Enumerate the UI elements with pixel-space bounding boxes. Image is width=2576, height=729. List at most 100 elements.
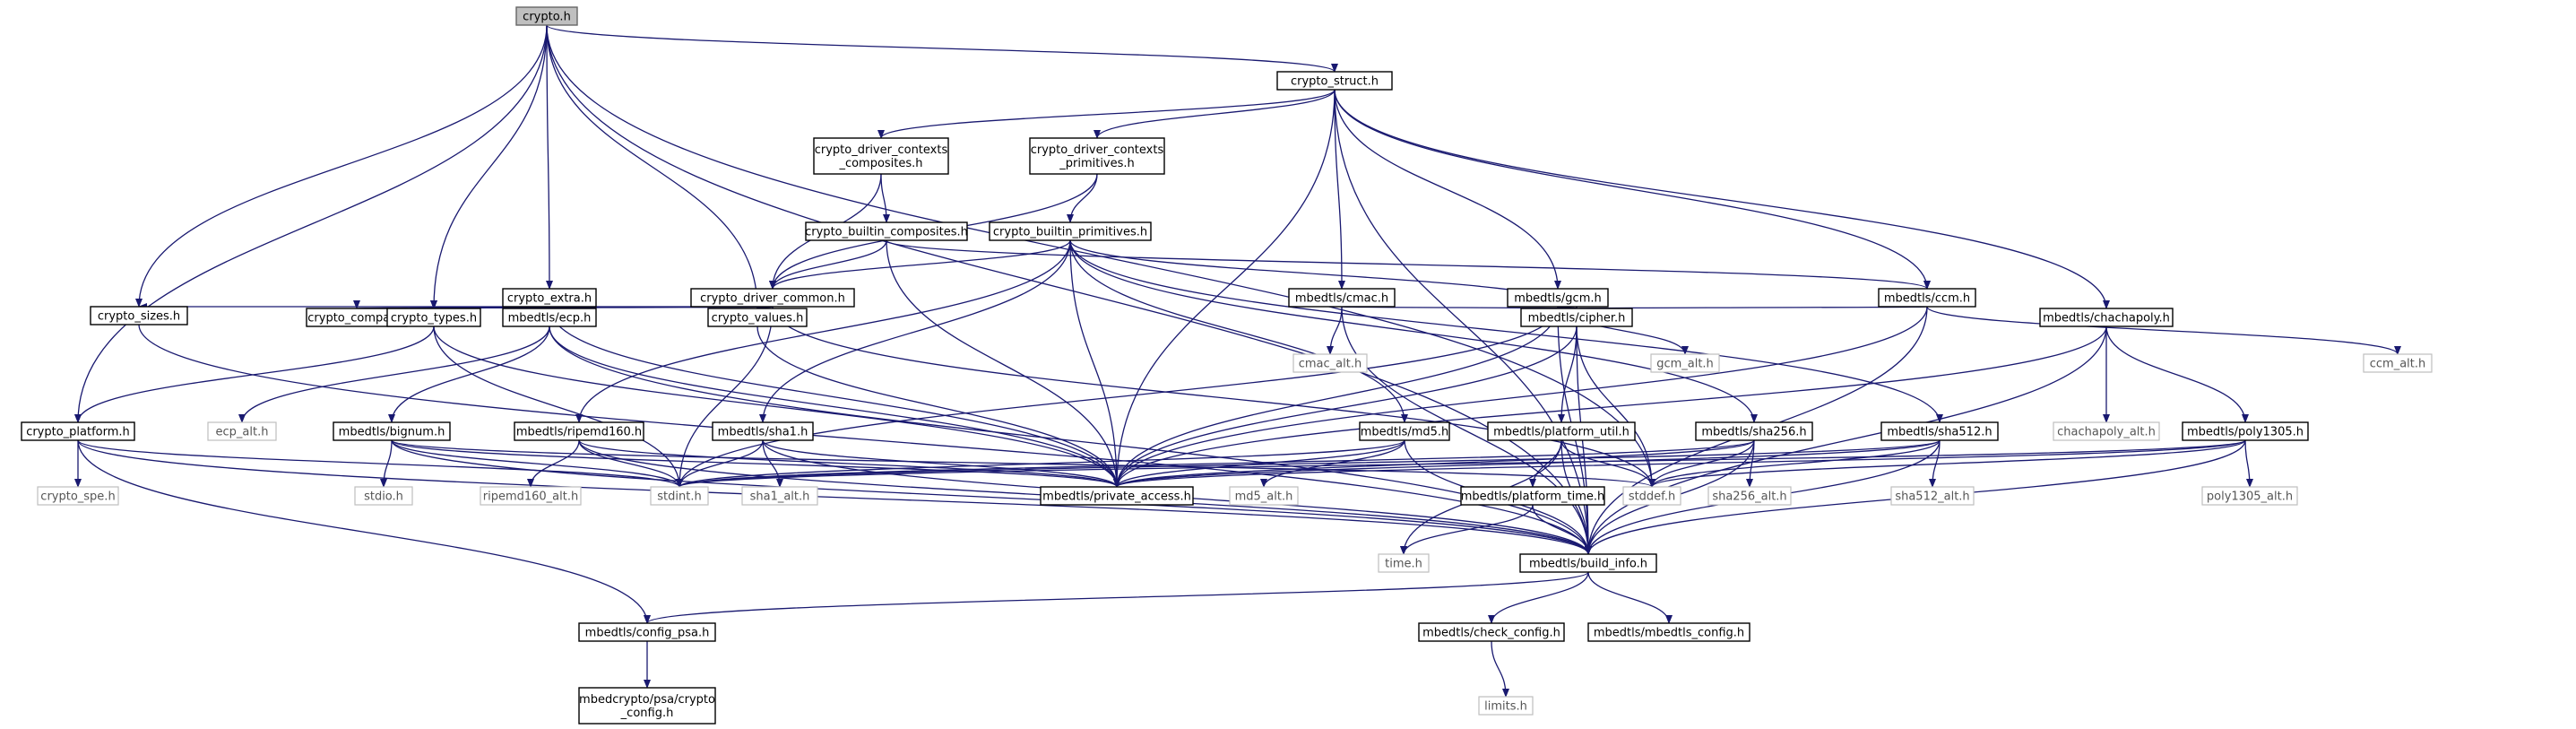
edge-mbedtls_sha512_h-to-stdint_h	[676, 439, 1941, 488]
edge-mbedtls_chachapoly_h-to-mbedtls_private_access_h	[1113, 325, 2107, 488]
node-mbedtls-cipher-h[interactable]: mbedtls/cipher.h	[1520, 308, 1633, 327]
node-label: crypto_driver_contexts	[815, 143, 948, 157]
node-mbedtls-sha256-h[interactable]: mbedtls/sha256.h	[1695, 421, 1813, 441]
node-label: mbedtls/private_access.h	[1042, 490, 1191, 504]
node-label: ccm_alt.h	[2370, 358, 2426, 371]
node-mbedtls-check-config-h[interactable]: mbedtls/check_config.h	[1418, 622, 1565, 642]
node-ccm-alt-h: ccm_alt.h	[2363, 353, 2433, 373]
node-box	[707, 308, 808, 327]
node-crypto-values-h[interactable]: crypto_values.h	[707, 308, 808, 327]
node-mbedcrypto-psa-crypto-config-h[interactable]: mbedcrypto/psa/crypto_config.h	[578, 687, 716, 725]
node-crypto-driver-contexts-composites-h[interactable]: crypto_driver_contexts_composites.h	[813, 137, 949, 175]
node-stdint-h: stdint.h	[650, 486, 709, 506]
edge-crypto_struct_h-to-crypto_driver_contexts_primitives_h	[1094, 89, 1336, 139]
edge-mbedtls_build_info_h-to-mbedtls_check_config_h	[1488, 571, 1589, 624]
edge-mbedtls_chachapoly_h-to-mbedtls_build_info_h	[1585, 325, 2107, 555]
node-sha512-alt-h: sha512_alt.h	[1890, 486, 1975, 506]
edge-mbedtls_platform_time_h-to-mbedtls_build_info_h	[1532, 504, 1592, 555]
node-mbedtls-sha512-h[interactable]: mbedtls/sha512.h	[1880, 421, 1999, 441]
edge-crypto_driver_contexts_primitives_h-to-crypto_builtin_primitives_h	[1067, 173, 1098, 223]
node-label: mbedtls/check_config.h	[1422, 627, 1560, 640]
node-crypto-extra-h[interactable]: crypto_extra.h	[502, 288, 597, 308]
node-time-h: time.h	[1378, 553, 1430, 573]
edge-mbedtls_gcm_h-to-stdint_h	[676, 306, 1559, 488]
node-box	[1878, 288, 1976, 308]
node-label: crypto_struct.h	[1291, 75, 1379, 89]
node-mbedtls-build-info-h[interactable]: mbedtls/build_info.h	[1519, 553, 1657, 573]
node-mbedtls-cmac-h[interactable]: mbedtls/cmac.h	[1288, 288, 1396, 308]
edge-mbedtls_poly1305_h-to-stdint_h	[676, 439, 2246, 488]
edge-mbedtls_ecp_h-to-mbedtls_bignum_h	[388, 325, 550, 423]
node-crypto-builtin-primitives-h[interactable]: crypto_builtin_primitives.h	[989, 221, 1152, 241]
node-crypto-compat-h[interactable]: crypto_compat.h	[306, 308, 408, 327]
node-mbedtls-sha1-h[interactable]: mbedtls/sha1.h	[712, 421, 814, 441]
node-box	[650, 486, 709, 506]
node-mbedtls-config-psa-h[interactable]: mbedtls/config_psa.h	[578, 622, 716, 642]
node-box	[1229, 486, 1299, 506]
node-label: crypto_driver_common.h	[700, 292, 845, 306]
node-box	[578, 687, 716, 725]
node-mbedtls-ecp-h[interactable]: mbedtls/ecp.h	[502, 308, 597, 327]
edge-crypto_builtin_primitives_h-to-mbedtls_md5_h	[1069, 239, 1408, 423]
edge-crypto_builtin_composites_h-to-mbedtls_private_access_h	[886, 239, 1120, 488]
node-crypto-driver-contexts-primitives-h[interactable]: crypto_driver_contexts_primitives.h	[1029, 137, 1165, 175]
node-limits-h: limits.h	[1478, 696, 1534, 716]
edge-mbedtls_platform_util_h-to-stddef_h	[1560, 439, 1655, 488]
node-label: sha512_alt.h	[1895, 490, 1969, 504]
node-box	[2039, 308, 2174, 327]
node-label: ecp_alt.h	[216, 426, 269, 439]
node-ripemd160-alt-h: ripemd160_alt.h	[480, 486, 582, 506]
node-crypto-types-h[interactable]: crypto_types.h	[386, 308, 481, 327]
node-box	[1378, 553, 1430, 573]
node-label: mbedtls/gcm.h	[1514, 292, 1601, 306]
edge-mbedtls_sha1_h-to-mbedtls_private_access_h	[762, 439, 1120, 488]
node-stdio-h: stdio.h	[354, 486, 413, 506]
node-label: crypto_driver_contexts	[1031, 143, 1164, 157]
node-label: crypto_builtin_primitives.h	[993, 226, 1147, 239]
edge-crypto_builtin_primitives_h-to-mbedtls_sha256_h	[1069, 239, 1758, 423]
node-crypto-struct-h[interactable]: crypto_struct.h	[1276, 71, 1393, 91]
edge-mbedtls_cipher_h-to-mbedtls_platform_util_h	[1558, 325, 1578, 423]
node-crypto-sizes-h[interactable]: crypto_sizes.h	[90, 306, 188, 325]
node-label: gcm_alt.h	[1656, 358, 1714, 371]
edge-mbedtls_ecp_h-to-ecp_alt_h	[238, 325, 550, 423]
node-label: mbedtls/ccm.h	[1884, 292, 1970, 306]
node-box	[1890, 486, 1975, 506]
node-label: cmac_alt.h	[1299, 358, 1361, 371]
edge-crypto_h-to-crypto_platform_h	[74, 24, 548, 423]
node-crypto-builtin-composites-h[interactable]: crypto_builtin_composites.h	[805, 221, 968, 241]
node-mbedtls-chachapoly-h[interactable]: mbedtls/chachapoly.h	[2039, 308, 2174, 327]
node-crypto-driver-common-h[interactable]: crypto_driver_common.h	[690, 288, 855, 308]
node-mbedtls-poly1305-h[interactable]: mbedtls/poly1305.h	[2182, 421, 2309, 441]
node-label: sha1_alt.h	[750, 490, 810, 504]
node-box	[1650, 353, 1720, 373]
node-mbedtls-private-access-h[interactable]: mbedtls/private_access.h	[1040, 486, 1194, 506]
node-box	[37, 486, 119, 506]
node-label: mbedtls/config_psa.h	[585, 627, 710, 640]
node-sha256-alt-h: sha256_alt.h	[1707, 486, 1792, 506]
node-label: md5_alt.h	[1235, 490, 1293, 504]
node-box	[1695, 421, 1813, 441]
node-box	[1507, 288, 1609, 308]
node-box	[2363, 353, 2433, 373]
node-crypto-platform-h[interactable]: crypto_platform.h	[21, 421, 135, 441]
node-mbedtls-platform-time-h[interactable]: mbedtls/platform_time.h	[1460, 486, 1605, 506]
node-mbedtls-ccm-h[interactable]: mbedtls/ccm.h	[1878, 288, 1976, 308]
node-label: stdio.h	[364, 490, 403, 504]
edge-mbedtls_ccm_h-to-ccm_alt_h	[1926, 306, 2401, 355]
edge-crypto_builtin_composites_h-to-crypto_driver_common_h	[769, 239, 887, 290]
node-mbedtls-ripemd160-h[interactable]: mbedtls/ripemd160.h	[514, 421, 644, 441]
edge-crypto_platform_h-to-mbedtls_config_psa_h	[77, 439, 651, 624]
edge-mbedtls_poly1305_h-to-poly1305_alt_h	[2244, 439, 2253, 488]
node-mbedtls-md5-h[interactable]: mbedtls/md5.h	[1359, 421, 1450, 441]
node-mbedtls-bignum-h[interactable]: mbedtls/bignum.h	[333, 421, 451, 441]
node-mbedtls-mbedtls-config-h[interactable]: mbedtls/mbedtls_config.h	[1587, 622, 1750, 642]
edge-mbedtls_check_config_h-to-limits_h	[1491, 640, 1509, 698]
node-mbedtls-platform-util-h[interactable]: mbedtls/platform_util.h	[1487, 421, 1636, 441]
node-box	[813, 137, 949, 175]
node-mbedtls-gcm-h[interactable]: mbedtls/gcm.h	[1507, 288, 1609, 308]
node-crypto-h[interactable]: crypto.h	[515, 6, 578, 26]
node-box	[1359, 421, 1450, 441]
node-box	[502, 288, 597, 308]
node-box	[1292, 353, 1368, 373]
